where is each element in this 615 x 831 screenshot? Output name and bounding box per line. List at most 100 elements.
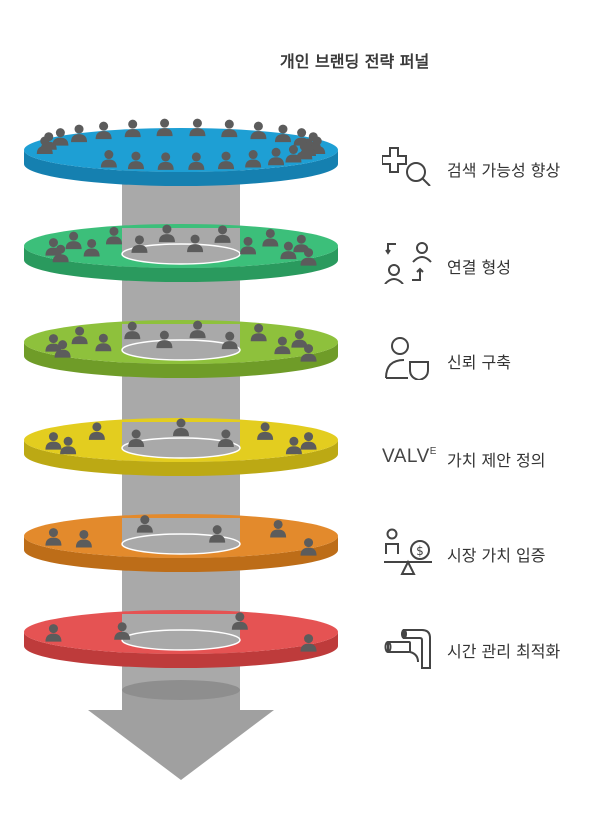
- person-icon: [268, 157, 285, 166]
- person-icon: [299, 141, 309, 151]
- person-icon: [221, 429, 231, 439]
- person-icon: [48, 432, 58, 442]
- person-icon: [87, 238, 97, 248]
- person-icon: [124, 331, 141, 340]
- disc-side: [24, 150, 338, 186]
- layer-label-value: 가치 제안 정의: [447, 451, 546, 470]
- person-icon: [105, 236, 122, 245]
- person-icon: [294, 330, 304, 340]
- cylinder-pass: [122, 422, 240, 458]
- person-icon: [71, 134, 88, 143]
- person-shield-icon: [385, 337, 429, 380]
- person-icon: [296, 234, 306, 244]
- valve-icon-text: VALV: [382, 446, 430, 467]
- person-icon: [131, 151, 141, 161]
- cylinder-pass: [122, 518, 240, 554]
- person-icon: [221, 151, 231, 161]
- person-icon: [48, 334, 58, 344]
- person-icon: [157, 161, 174, 170]
- person-icon: [193, 320, 203, 330]
- person-icon: [159, 330, 169, 340]
- person-icon: [221, 341, 238, 350]
- person-icon: [79, 529, 89, 539]
- layer-label-connect: 연결 형성: [447, 258, 511, 277]
- person-icon: [288, 145, 298, 155]
- person-icon: [289, 436, 299, 446]
- person-icon: [280, 251, 297, 260]
- person-icon: [265, 228, 275, 238]
- person-icon: [71, 336, 88, 345]
- valve-text-icon: VALVE: [382, 446, 436, 470]
- person-icon: [131, 244, 148, 253]
- person-icon: [257, 431, 274, 440]
- person-icon: [254, 323, 264, 333]
- person-icon: [45, 633, 62, 642]
- person-icon: [44, 132, 54, 142]
- search-add-icon: [382, 147, 431, 186]
- diagram-title: 개인 브랜딩 전략 퍼널: [280, 52, 430, 71]
- person-icon: [217, 438, 234, 447]
- layer-label-search: 검색 가능성 향상: [447, 161, 561, 180]
- svg-text:$: $: [416, 544, 424, 558]
- cylinder-ring: [121, 243, 241, 265]
- person-icon: [48, 238, 58, 248]
- person-icon: [58, 340, 68, 350]
- disc-side: [24, 246, 338, 282]
- person-icon: [273, 519, 283, 529]
- person-icon: [131, 429, 141, 439]
- person-icon: [92, 422, 102, 432]
- person-icon: [45, 343, 62, 352]
- funnel-down-arrow: [88, 684, 274, 780]
- person-icon: [250, 333, 267, 342]
- person-icon: [274, 346, 291, 355]
- person-icon: [69, 231, 79, 241]
- person-icon: [52, 137, 69, 146]
- person-icon: [304, 248, 314, 258]
- person-icon: [300, 547, 317, 556]
- person-icon: [45, 441, 62, 450]
- disc-side: [24, 342, 338, 378]
- person-icon: [48, 624, 58, 634]
- person-icon: [160, 118, 170, 128]
- person-icon: [56, 244, 66, 254]
- person-icon: [278, 124, 288, 134]
- person-icon: [162, 224, 172, 234]
- person-icon: [296, 151, 313, 160]
- person-icon: [225, 331, 235, 341]
- person-icon: [128, 438, 145, 447]
- person-icon: [300, 257, 317, 266]
- person-icon: [218, 161, 235, 170]
- person-icon: [240, 246, 257, 255]
- connect-people-icon: [384, 242, 432, 284]
- person-icon: [158, 234, 175, 243]
- person-icon: [127, 161, 144, 170]
- person-icon: [243, 236, 253, 246]
- person-icon: [55, 128, 65, 138]
- person-icon: [300, 441, 317, 450]
- person-icon: [54, 349, 71, 358]
- person-icon: [176, 418, 186, 428]
- person-icon: [189, 330, 206, 339]
- person-icon: [134, 235, 144, 245]
- person-scale-money-icon: $: [384, 528, 432, 575]
- person-icon: [218, 225, 228, 235]
- person-icon: [262, 238, 279, 247]
- person-icon: [45, 537, 62, 546]
- person-icon: [136, 524, 153, 533]
- disc-side: [24, 536, 338, 572]
- person-icon: [117, 622, 127, 632]
- cylinder-pass: [122, 324, 240, 360]
- person-icon: [95, 343, 112, 352]
- person-icon: [74, 124, 84, 134]
- person-icon: [248, 150, 258, 160]
- person-icon: [250, 131, 267, 140]
- person-icon: [283, 241, 293, 251]
- person-icon: [140, 515, 150, 525]
- person-icon: [285, 446, 302, 455]
- person-icon: [75, 539, 92, 548]
- person-icon: [188, 161, 205, 170]
- cylinder-ring: [121, 437, 241, 459]
- person-icon: [312, 136, 322, 146]
- person-icon: [63, 436, 73, 446]
